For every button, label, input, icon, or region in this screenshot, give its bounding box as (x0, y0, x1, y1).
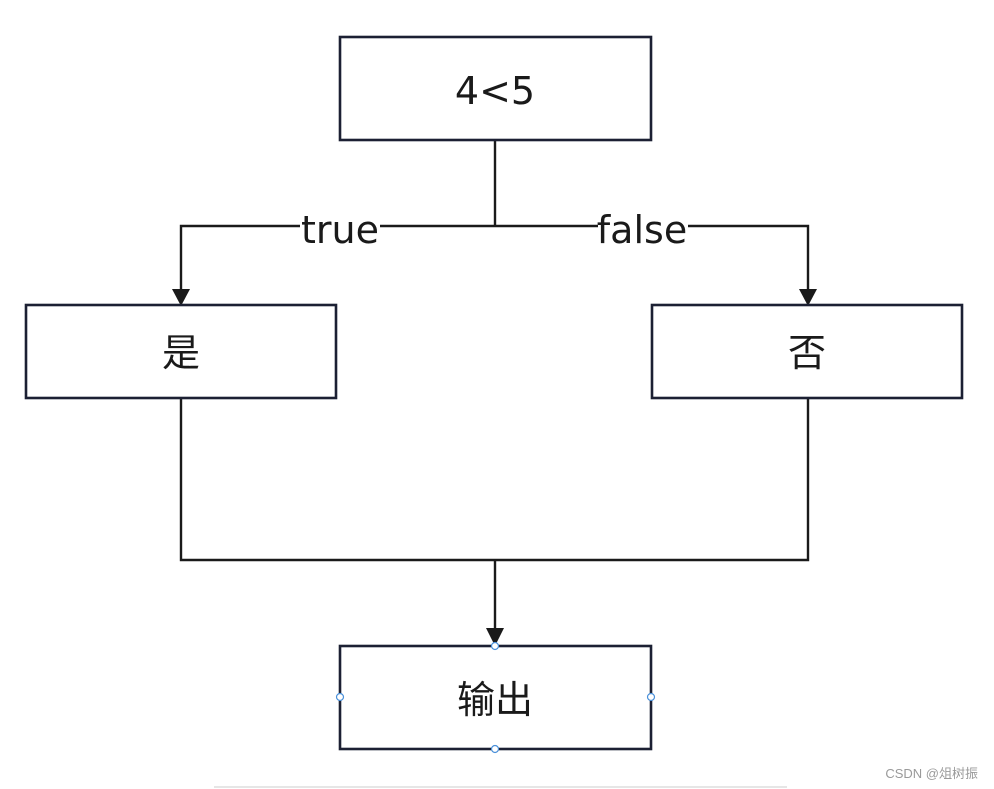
node-condition[interactable]: 4<5 (338, 35, 653, 142)
node-yes[interactable]: 是 (24, 303, 338, 400)
node-output[interactable]: 输出 (335, 641, 656, 754)
arrowhead-to-output (486, 628, 504, 646)
node-yes-box (24, 303, 338, 400)
node-yes-label: 是 (162, 331, 200, 375)
selection-handle-top[interactable] (490, 641, 500, 651)
node-no-box (650, 303, 964, 400)
selection-handle-bottom[interactable] (490, 744, 500, 754)
node-condition-label: 4<5 (455, 69, 535, 113)
watermark-text: CSDN @俎树振 (885, 766, 978, 781)
node-no[interactable]: 否 (650, 303, 964, 400)
arrowhead-to-yes (172, 289, 190, 306)
connector-no-to-merge (495, 398, 810, 562)
bottom-divider (214, 786, 787, 788)
arrowhead-to-no (799, 289, 817, 306)
edge-label-true: true (301, 208, 379, 252)
connector-true-branch (179, 224, 495, 292)
selection-handle-left[interactable] (335, 692, 345, 702)
node-output-box (338, 644, 653, 751)
edge-label-false: false (597, 208, 687, 252)
node-output-label: 输出 (457, 678, 533, 722)
node-condition-box (338, 35, 653, 142)
selection-handle-right[interactable] (646, 692, 656, 702)
edge-label-true-bg (300, 208, 380, 246)
edge-label-false-bg (598, 208, 688, 246)
connector-yes-to-merge (179, 398, 495, 562)
node-no-label: 否 (788, 331, 826, 375)
